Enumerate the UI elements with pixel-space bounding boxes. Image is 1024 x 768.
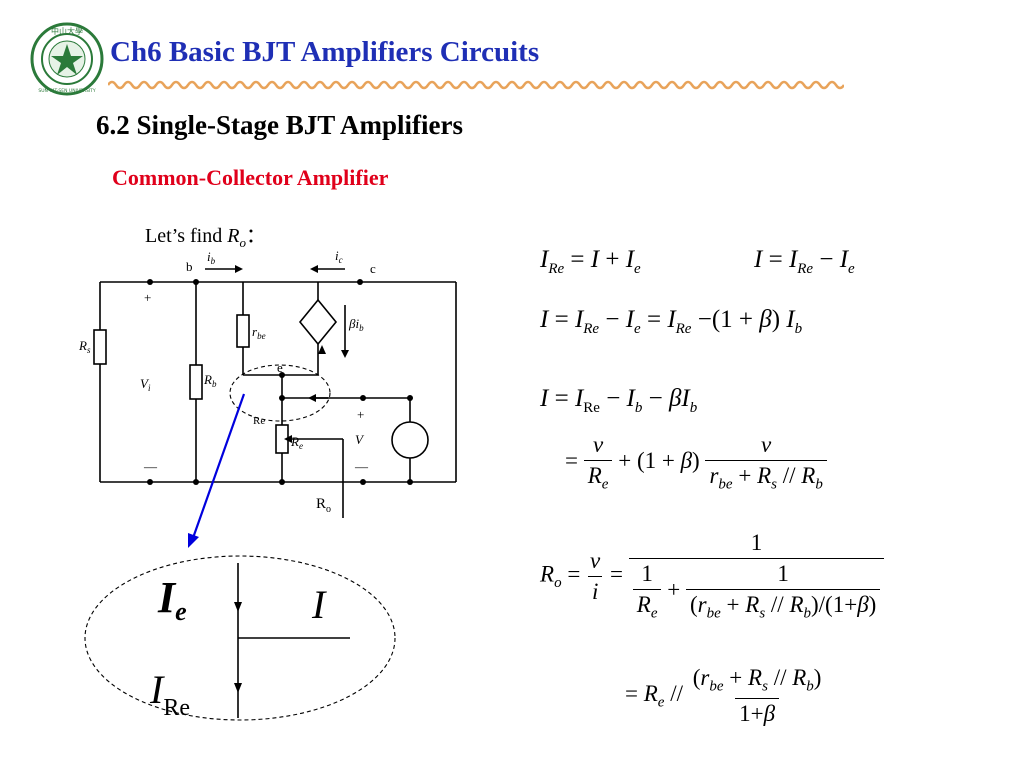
ib-label: ib bbox=[207, 249, 216, 266]
re-label: Re bbox=[290, 434, 303, 451]
minus-left: — bbox=[143, 459, 158, 474]
beta-ib-label: βib bbox=[348, 316, 364, 333]
zoom-i-label: I bbox=[311, 582, 327, 627]
prompt-text: Let’s find Ro： bbox=[145, 225, 266, 250]
node-b-label: b bbox=[186, 259, 193, 274]
node-e-label: e bbox=[277, 360, 283, 375]
equation-6: = Re // (rbe + Rs // Rb)1+β bbox=[625, 665, 822, 726]
svg-text:SUN YAT-SEN UNIVERSITY: SUN YAT-SEN UNIVERSITY bbox=[38, 88, 95, 94]
vi-label: Vi bbox=[140, 376, 151, 393]
zoom-ie-label: Ie bbox=[157, 573, 187, 626]
plus-right: + bbox=[357, 407, 364, 422]
equation-1a: IRe = I + Ie bbox=[540, 246, 641, 277]
equation-3: I = IRe − Ib − βIb bbox=[540, 385, 698, 416]
ic-label: ic bbox=[335, 248, 343, 265]
node-c-label: c bbox=[370, 261, 376, 276]
plus-left: + bbox=[144, 290, 151, 305]
slide-title: Ch6 Basic BJT Amplifiers Circuits bbox=[110, 36, 540, 68]
university-logo: 中山大學 SUN YAT-SEN UNIVERSITY bbox=[30, 22, 104, 96]
re-node-label: Re bbox=[253, 415, 265, 427]
v-label: V bbox=[355, 432, 365, 447]
equation-2: I = IRe − Ie = IRe −(1 + β) Ib bbox=[540, 306, 803, 337]
rs-label: Rs bbox=[78, 338, 91, 355]
minus-right: — bbox=[354, 459, 369, 474]
section-heading: 6.2 Single-Stage BJT Amplifiers bbox=[96, 110, 464, 140]
equation-1b: I = IRe − Ie bbox=[754, 246, 855, 277]
svg-text:中山大學: 中山大學 bbox=[51, 26, 83, 36]
zoom-ire-label: IRe bbox=[149, 667, 190, 721]
subsection-heading: Common-Collector Amplifier bbox=[112, 165, 389, 190]
title-underline-wave bbox=[108, 80, 844, 90]
ro-probe-label: Ro bbox=[316, 496, 332, 515]
rb-label: Rb bbox=[203, 372, 217, 389]
rbe-label: rbe bbox=[252, 324, 266, 341]
